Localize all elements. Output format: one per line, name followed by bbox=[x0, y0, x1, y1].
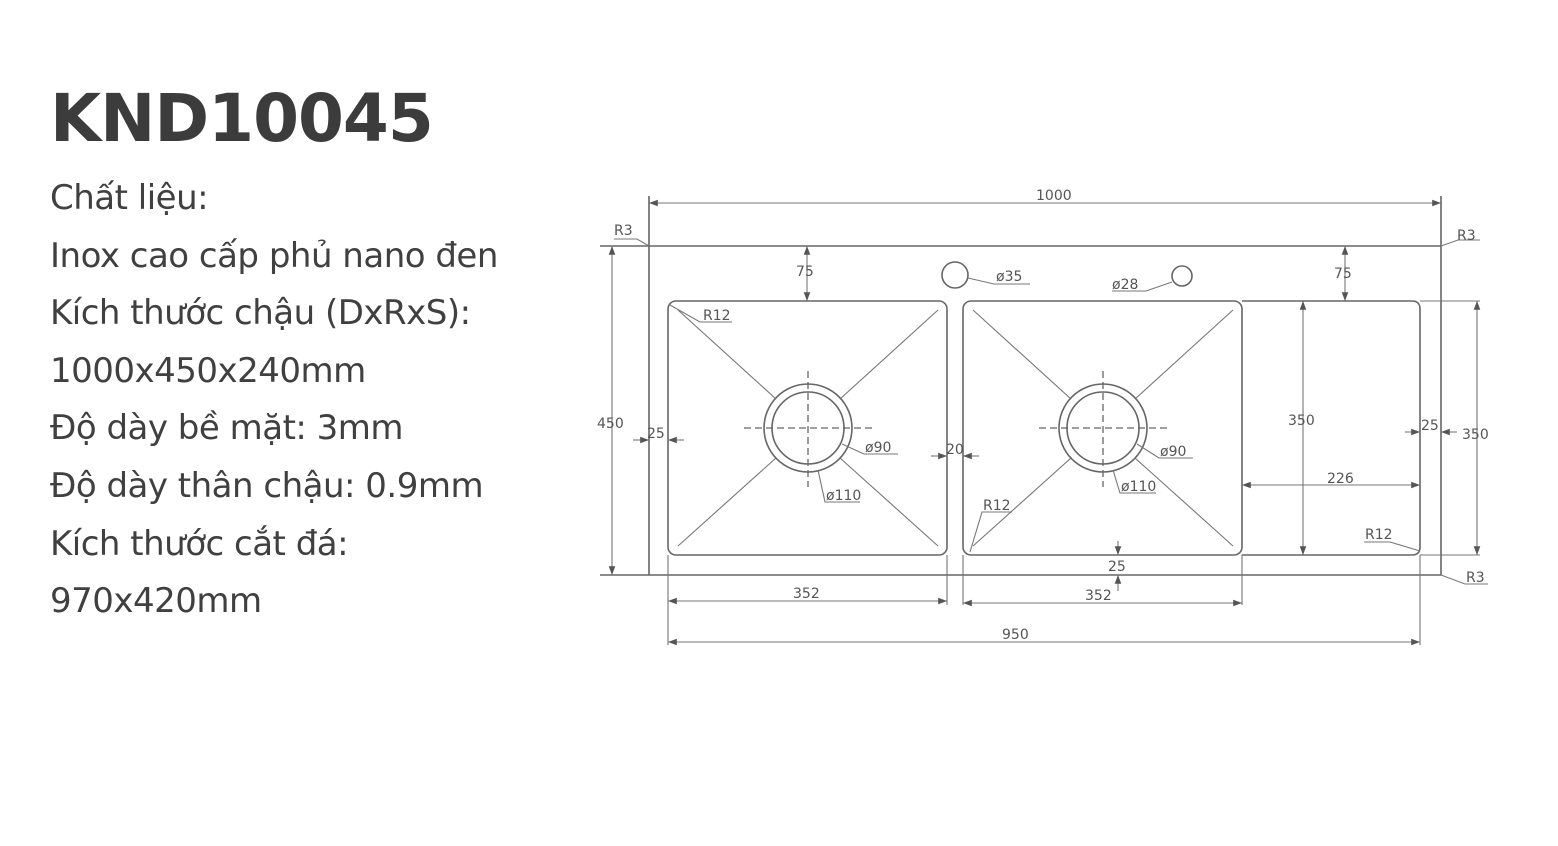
label-drain-outer-1: ø110 bbox=[826, 488, 861, 504]
dim-bottom-margin: 25 bbox=[1108, 559, 1126, 575]
bowl-right bbox=[962, 300, 1243, 556]
product-model-title: KND10045 bbox=[50, 80, 434, 157]
label-r3-bottom-right: R3 bbox=[1466, 570, 1485, 586]
tap-hole-28 bbox=[1171, 265, 1193, 287]
label-r3-top-left: R3 bbox=[614, 223, 633, 239]
label-tap-hole-1: ø35 bbox=[996, 269, 1022, 285]
dim-bowl-width-left: 352 bbox=[793, 586, 820, 602]
sink-outline bbox=[600, 196, 1442, 576]
dim-drainboard-depth-inner: 350 bbox=[1288, 413, 1315, 429]
dim-side-margin-right: 25 bbox=[1421, 418, 1439, 434]
bowl-left bbox=[667, 300, 948, 556]
dim-overall-depth: 450 bbox=[597, 416, 624, 432]
label-r12-bowl1: R12 bbox=[703, 308, 731, 324]
dim-overall-width: 1000 bbox=[1036, 188, 1072, 204]
spec-line: Inox cao cấp phủ nano đen bbox=[50, 235, 498, 276]
spec-line: Độ dày bề mặt: 3mm bbox=[50, 408, 404, 449]
drainboard bbox=[1242, 300, 1421, 556]
dim-bowl-gap: 20 bbox=[946, 442, 964, 458]
dim-bowl-width-right: 352 bbox=[1085, 588, 1112, 604]
dim-side-margin-left: 25 bbox=[647, 426, 665, 442]
spec-line: 970x420mm bbox=[50, 581, 262, 622]
label-r12-drainboard: R12 bbox=[1365, 527, 1393, 543]
label-drain-inner-1: ø90 bbox=[865, 440, 891, 456]
label-drain-outer-2: ø110 bbox=[1121, 479, 1156, 495]
label-drain-inner-2: ø90 bbox=[1160, 444, 1186, 460]
label-r12-bowl2: R12 bbox=[983, 498, 1011, 514]
dim-top-margin-left: 75 bbox=[796, 264, 814, 280]
spec-list: Chất liệu: Inox cao cấp phủ nano đen Kíc… bbox=[50, 176, 498, 637]
spec-line: Kích thước cắt đá: bbox=[50, 523, 349, 564]
spec-line: Chất liệu: bbox=[50, 178, 209, 218]
dim-cutout-width: 950 bbox=[1002, 627, 1029, 643]
dim-top-margin-right: 75 bbox=[1334, 266, 1352, 282]
spec-line: Độ dày thân chậu: 0.9mm bbox=[50, 465, 484, 506]
label-r3-top-right: R3 bbox=[1457, 228, 1476, 244]
dim-drainboard-depth-outer: 350 bbox=[1462, 427, 1489, 443]
spec-line: Kích thước chậu (DxRxS): bbox=[50, 293, 471, 334]
label-tap-hole-2: ø28 bbox=[1112, 277, 1138, 293]
dim-drainboard-width: 226 bbox=[1327, 471, 1354, 487]
spec-line: 1000x450x240mm bbox=[50, 350, 366, 391]
tap-hole-35 bbox=[941, 261, 969, 289]
